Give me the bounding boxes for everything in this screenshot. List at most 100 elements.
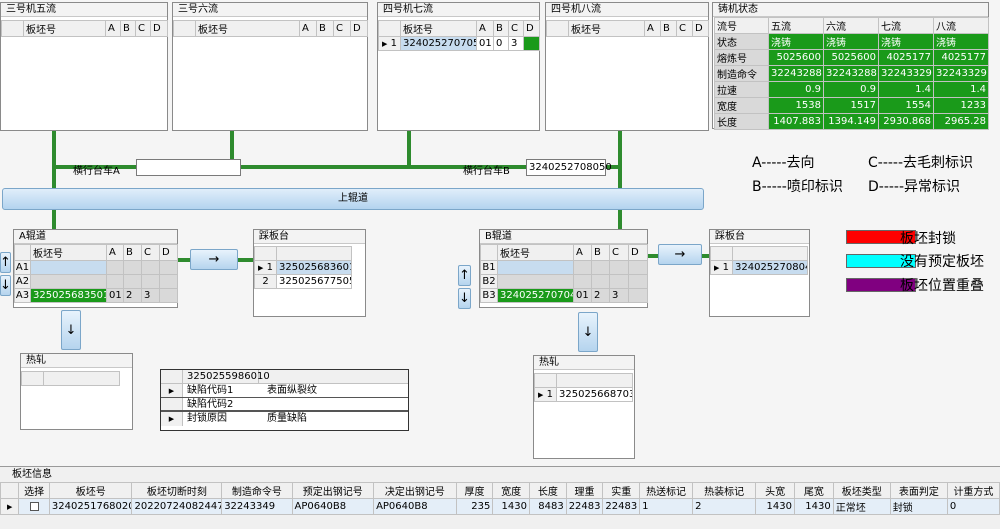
- hot-rolling-a-panel: 热轧: [20, 353, 133, 430]
- roller-b-down-button[interactable]: ↓: [458, 288, 471, 309]
- track-caster7-riser: [407, 131, 411, 167]
- col-header: C: [135, 20, 151, 37]
- head-width-cell: 1430: [755, 498, 795, 515]
- hot-b-table: ▶ 13250256687030: [534, 373, 633, 402]
- roller-a-down-button[interactable]: ↓: [0, 275, 11, 296]
- hot-charge-cell: 2: [692, 498, 757, 515]
- defect-slab-no: 3250255986010: [183, 370, 270, 383]
- length-cell: 8483: [529, 498, 567, 515]
- row-pointer-icon: ▶: [538, 391, 544, 399]
- roller-b-forward-button[interactable]: →: [658, 244, 702, 265]
- roller-a-forward-button[interactable]: →: [190, 249, 238, 270]
- roller-a-to-hot-button[interactable]: ↓: [61, 310, 81, 350]
- defect-code-1-value: 表面纵裂纹: [267, 385, 317, 396]
- track-b-down: [618, 210, 622, 230]
- track-a-right2: [238, 258, 253, 262]
- defect-code-1-label: 缺陷代码1: [187, 385, 234, 396]
- tail-width-cell: 1430: [793, 498, 834, 515]
- col-header: D: [150, 20, 168, 37]
- track-b-right2: [702, 254, 709, 258]
- table-row[interactable]: ▶ 13250256836010: [254, 260, 352, 275]
- upper-roller-bar[interactable]: 上辊道: [2, 188, 704, 210]
- stacker-a-table: ▶ 13250256836010 23250256775050: [254, 246, 352, 289]
- defect-row[interactable]: ▶ 缺陷代码1 表面纵裂纹: [161, 384, 408, 398]
- legend-a: A-----去向: [752, 155, 815, 171]
- defect-info-box: 3250255986010 ▶ 缺陷代码1 表面纵裂纹 缺陷代码2 ▶ 封锁原因…: [160, 369, 409, 431]
- legend-swatch-blocked: [846, 230, 916, 244]
- surface-judge-cell: 封锁: [889, 498, 948, 515]
- col-header: 八流: [933, 17, 989, 34]
- table-row[interactable]: ▶ 13250256687030: [534, 387, 633, 402]
- table-row[interactable]: 23250256775050: [254, 274, 352, 289]
- table-row[interactable]: A2: [14, 274, 178, 289]
- panel-title: 热轧: [21, 354, 132, 368]
- cell-a[interactable]: 01: [476, 36, 494, 51]
- col-header: B: [316, 20, 334, 37]
- panel-title: 四号机七流: [378, 3, 539, 17]
- roller-a-up-button[interactable]: ↑: [0, 252, 11, 273]
- defect-row[interactable]: 缺陷代码2: [161, 398, 408, 412]
- row-pointer: ▶ 1: [378, 36, 401, 51]
- legend-d: D-----异常标识: [868, 179, 961, 195]
- thickness-cell: 235: [455, 498, 494, 515]
- panel-title: 踩板台: [254, 230, 365, 244]
- stacker-b-panel: 踩板台 ▶ 13240252708040: [709, 229, 810, 317]
- crane-a-label: 横行台车A: [73, 166, 120, 177]
- cell-c[interactable]: 3: [508, 36, 524, 51]
- hot-send-cell: 1: [639, 498, 694, 515]
- hot-a-table: [21, 371, 120, 386]
- row-pointer-icon: ▶: [258, 264, 264, 272]
- slab-cell[interactable]: 3240252707050: [400, 36, 477, 51]
- row-pointer-icon: ▶: [714, 264, 720, 272]
- row-pointer-icon: ▶: [6, 503, 13, 511]
- crane-b-field[interactable]: 3240252708050: [526, 159, 612, 176]
- table-row[interactable]: B2: [480, 274, 648, 289]
- cell-b[interactable]: 0: [493, 36, 509, 51]
- defect-row[interactable]: ▶ 封锁原因 质量缺陷: [161, 412, 408, 426]
- col-header: A: [476, 20, 494, 37]
- roller-b-to-hot-button[interactable]: ↓: [578, 312, 598, 352]
- crane-a-field[interactable]: [136, 159, 241, 176]
- col-header: C: [333, 20, 351, 37]
- table-row[interactable]: ▶ 3240251768020 20220724082447 32243349 …: [0, 498, 1000, 515]
- col-header: B: [660, 20, 677, 37]
- col-header: 流号: [714, 17, 769, 34]
- table-row[interactable]: B332402527070400123: [480, 288, 648, 303]
- track-a-right: [178, 258, 190, 262]
- legend-b: B-----喷印标识: [752, 179, 843, 195]
- table-row[interactable]: ▶ 1 3240252707050 01 0 3: [378, 36, 540, 51]
- roller-b-up-button[interactable]: ↑: [458, 265, 471, 286]
- slab-no-cell: 3240251768020: [48, 498, 133, 515]
- planned-grade-cell: AP0640B8: [291, 498, 375, 515]
- arrow-down-icon: ↓: [65, 322, 77, 338]
- table-row[interactable]: A1: [14, 260, 178, 275]
- block-reason-label: 封锁原因: [187, 413, 227, 424]
- table-row[interactable]: ▶ 13240252708040: [710, 260, 808, 275]
- panel-title: B辊道: [480, 230, 647, 244]
- legend-no-plan-label: 没有预定板坯: [900, 254, 984, 270]
- col-header: 板坯号: [400, 20, 477, 37]
- track-top-horizontal: [52, 165, 622, 169]
- legend-swatch-overlap: [846, 278, 916, 292]
- cell-d[interactable]: [523, 36, 540, 51]
- crane-b-label: 横行台车B: [463, 166, 510, 177]
- col-header: B: [120, 20, 136, 37]
- legend-blocked-label: 板坯封锁: [900, 231, 956, 247]
- table-row[interactable]: B1: [480, 260, 648, 275]
- defect-code-2-value: [263, 398, 267, 410]
- table-row[interactable]: A332502568350100123: [14, 288, 178, 303]
- panel-title: 三号六流: [173, 3, 367, 17]
- select-checkbox[interactable]: [29, 501, 39, 511]
- col-header: 板坯号: [568, 20, 645, 37]
